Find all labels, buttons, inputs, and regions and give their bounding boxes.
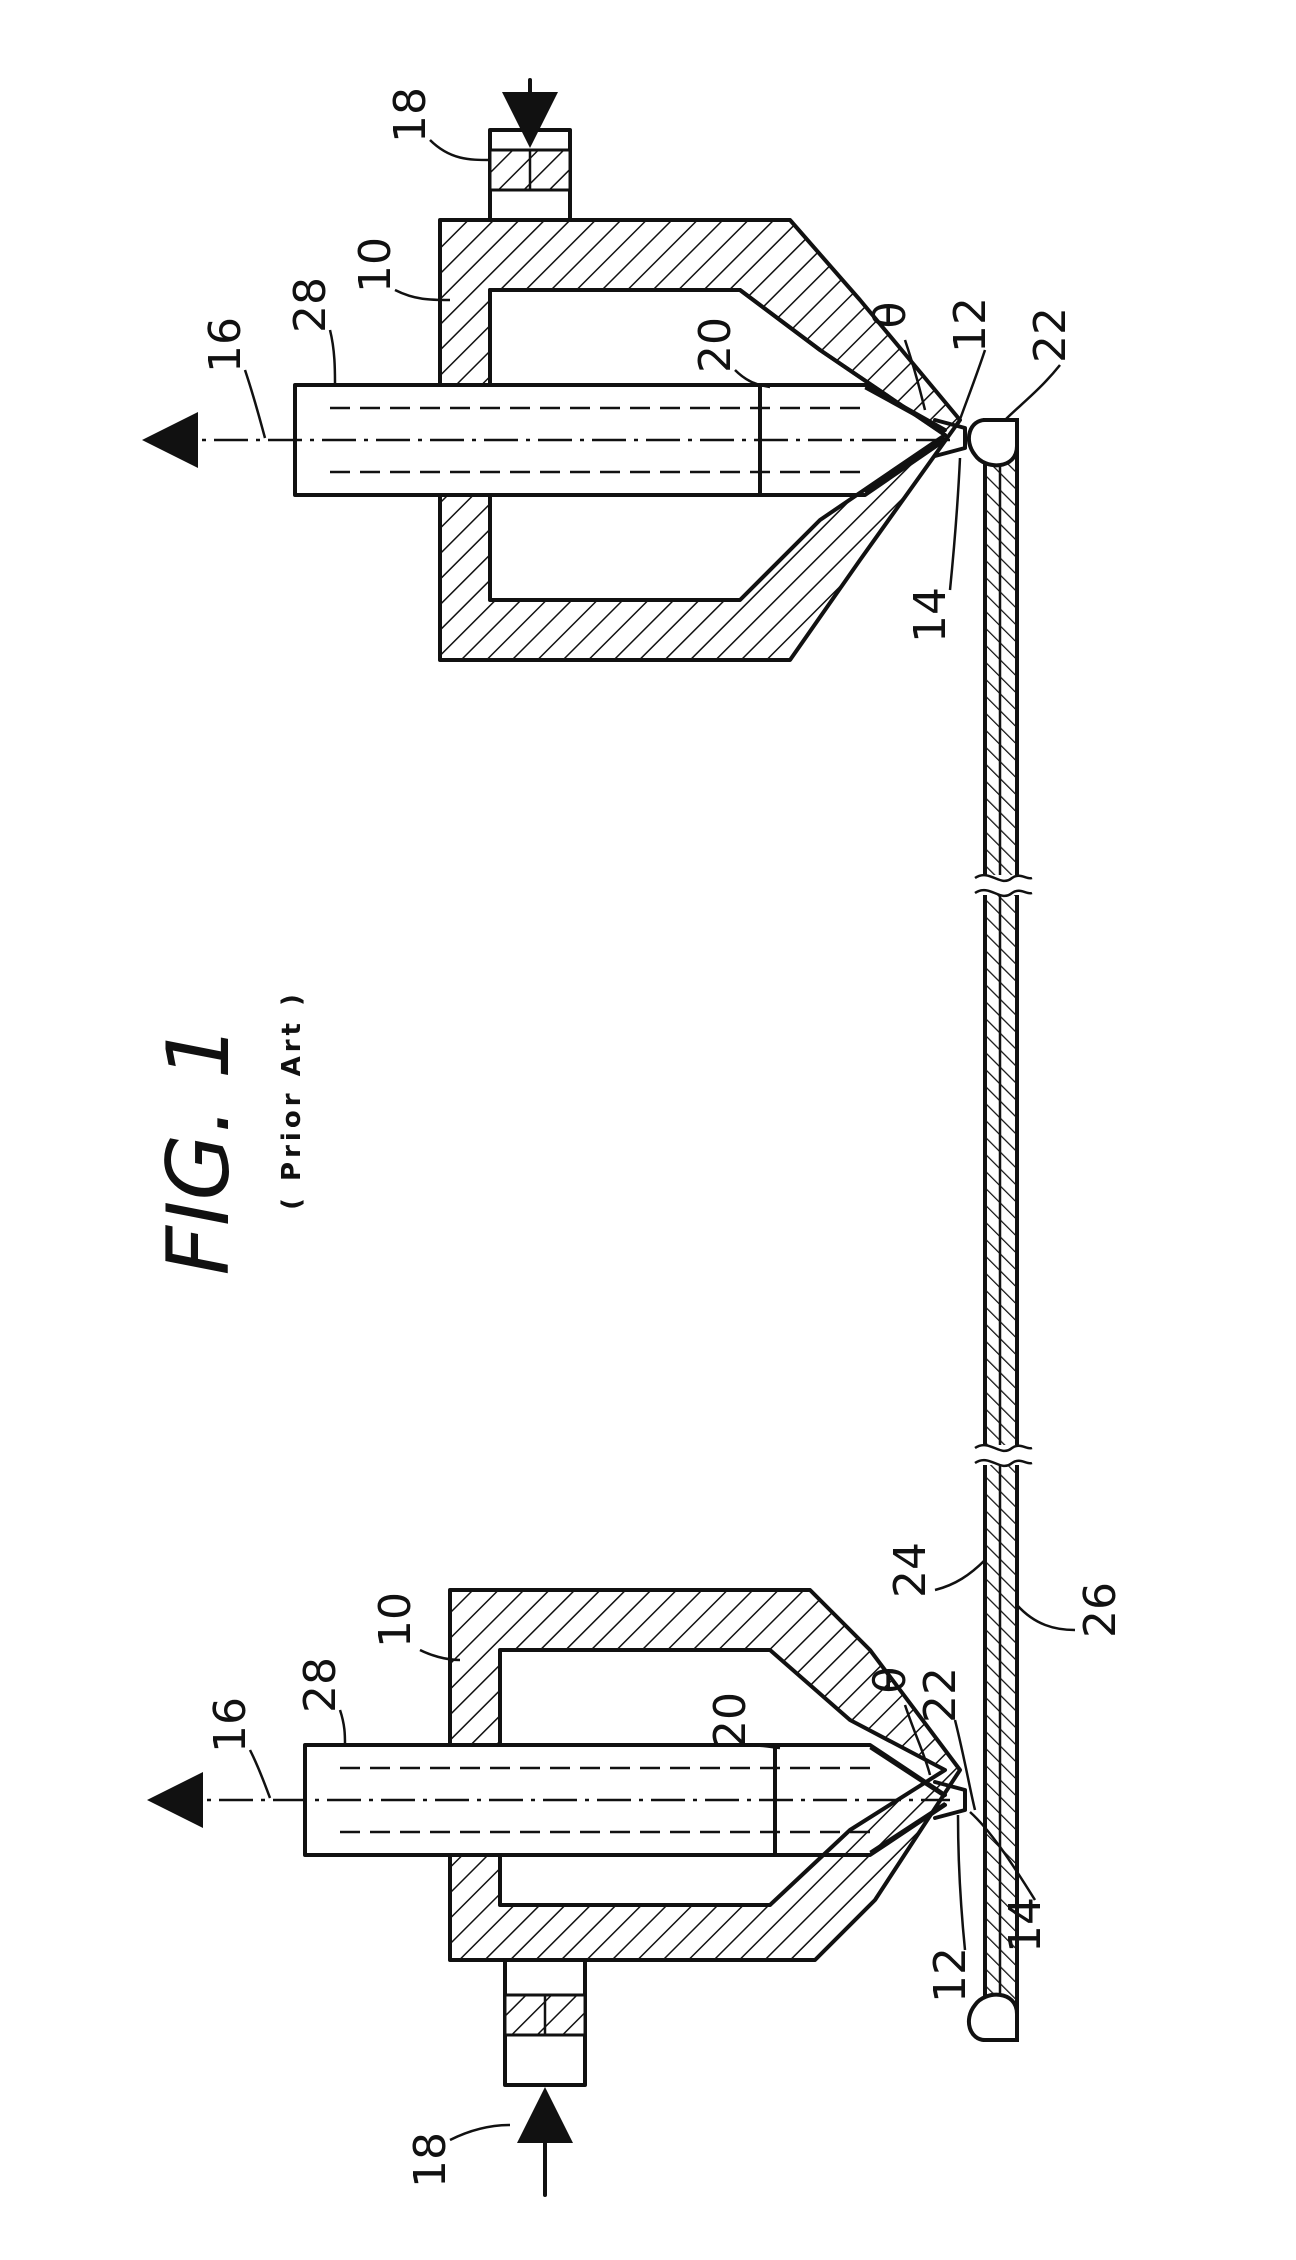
top-label-outlet: 14 [905, 587, 956, 643]
top-label-axis: 16 [200, 317, 251, 373]
bottom-label-tip: 12 [925, 1947, 976, 2003]
top-label-bead: 22 [1025, 307, 1076, 363]
bottom-label-axis: 16 [205, 1697, 256, 1753]
bottom-label-angle: θ [865, 1667, 916, 1694]
bottom-label-bead: 22 [915, 1667, 966, 1723]
figure-title-group: FIG. 1 ( Prior Art ) [149, 990, 307, 1275]
bottom-label-inlet: 18 [405, 2132, 456, 2188]
bottom-label-housing: 10 [370, 1592, 421, 1648]
top-label-angle: θ [865, 302, 916, 329]
figure-title: FIG. 1 [149, 1025, 249, 1276]
bottom-nozzle-assembly: 18 10 28 16 20 θ 22 12 14 [155, 1590, 1051, 2195]
label-upper-layer: 24 [885, 1542, 936, 1598]
bead-bottom [969, 1995, 1017, 2040]
figure-subtitle: ( Prior Art ) [277, 990, 307, 1210]
top-label-inner-cone: 20 [690, 317, 741, 373]
top-label-tip: 12 [945, 297, 996, 353]
top-label-tube: 28 [285, 277, 336, 333]
bottom-tube [305, 1745, 775, 1855]
top-nozzle-assembly: 18 10 28 16 20 θ 12 22 14 [150, 80, 1076, 660]
top-label-housing: 10 [350, 237, 401, 293]
bead-top [969, 420, 1017, 465]
strip-break-lower [975, 1445, 1032, 1466]
bottom-label-outlet: 14 [1000, 1897, 1051, 1953]
label-lower-layer: 26 [1075, 1582, 1126, 1638]
bottom-label-inner-cone: 20 [705, 1692, 756, 1748]
top-label-inlet: 18 [385, 87, 436, 143]
bottom-label-tube: 28 [295, 1657, 346, 1713]
strip-break-upper [975, 875, 1032, 896]
